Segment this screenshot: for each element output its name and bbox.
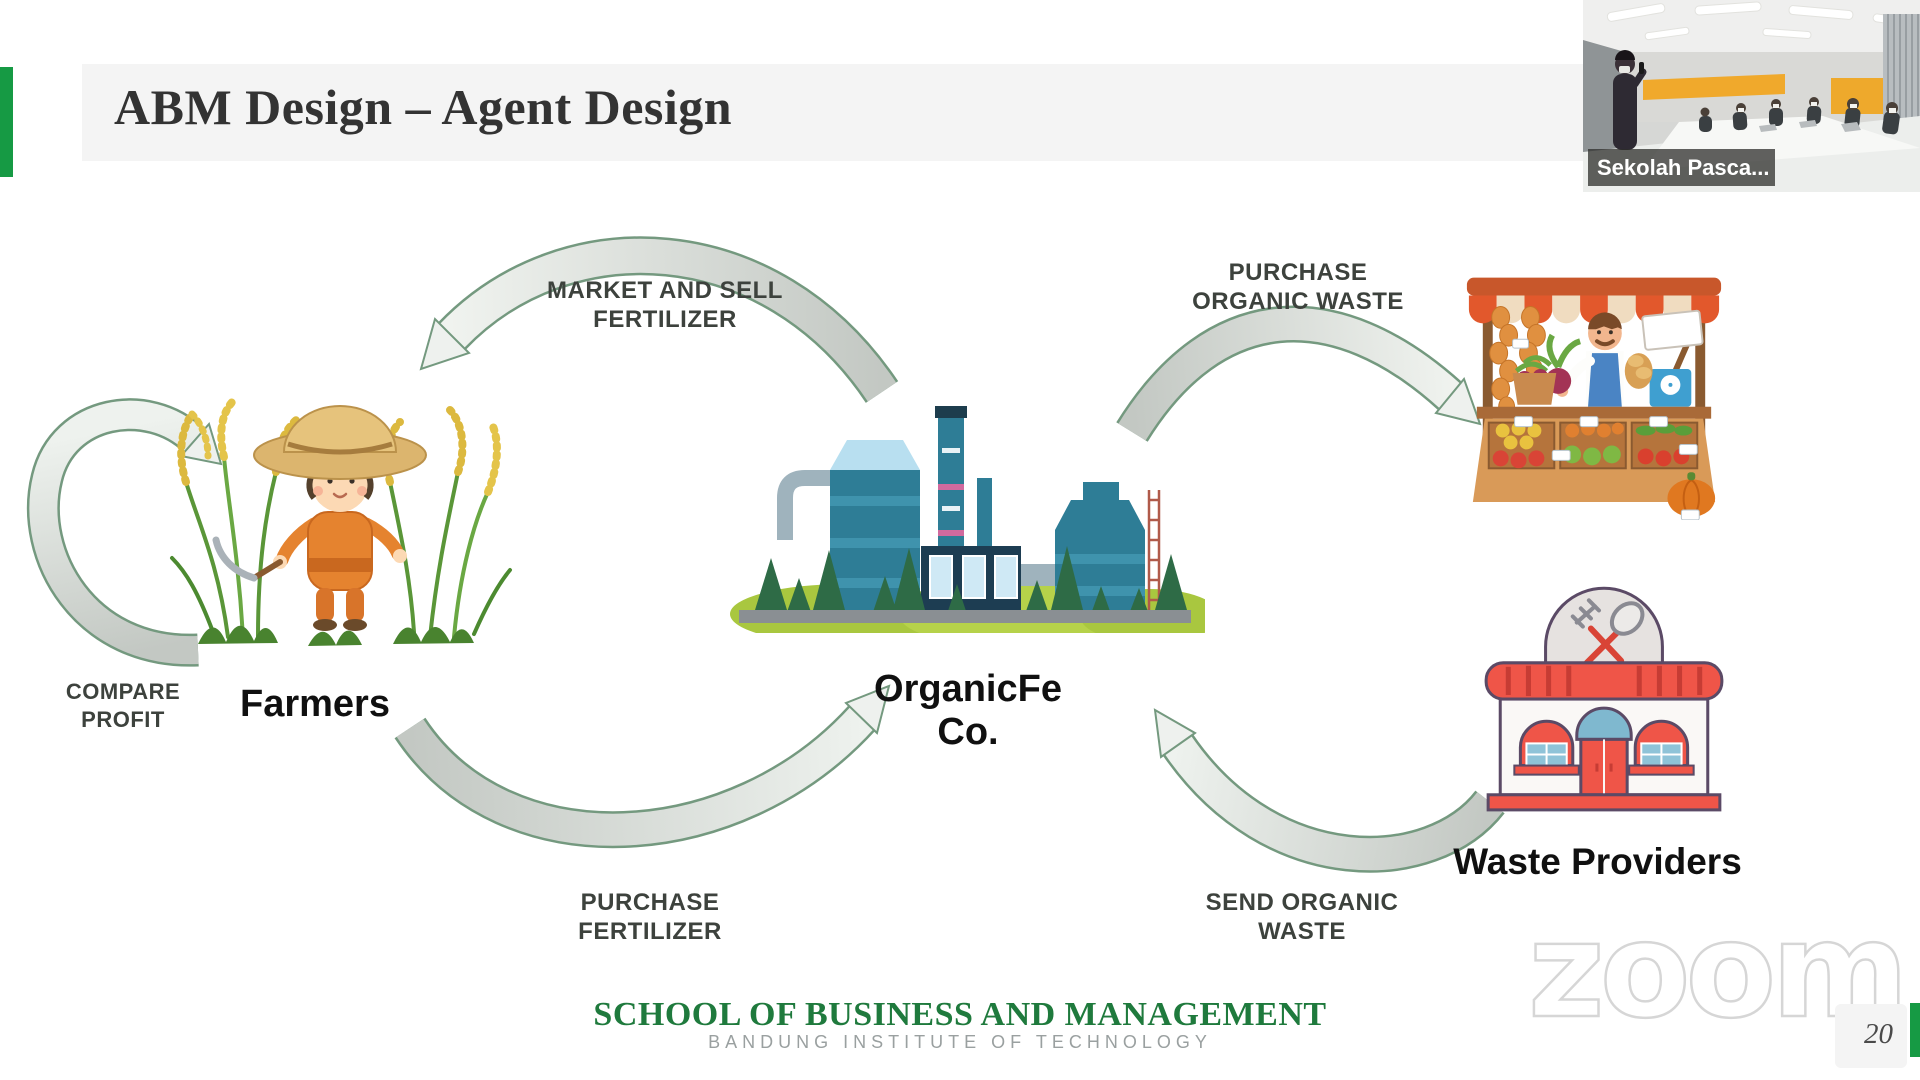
flow-label-line: PROFIT <box>81 707 165 732</box>
scale <box>1649 369 1692 407</box>
restaurant-storefront-illustration <box>1484 586 1724 812</box>
left-green-accent-bar <box>0 67 13 177</box>
vegetable-market-stall-illustration <box>1466 277 1722 520</box>
standing-speaker <box>1613 50 1647 150</box>
yellow-wall-panel <box>1831 78 1889 114</box>
flow-label-compare-profit: COMPARE PROFIT <box>33 678 213 734</box>
slide-title: ABM Design – Agent Design <box>114 79 733 135</box>
base-strip <box>1486 793 1722 812</box>
farmer-figure <box>212 405 427 631</box>
fork-and-spoon-icon <box>1570 598 1645 666</box>
agent-label-waste-providers: Waste Providers <box>1453 841 1742 882</box>
flow-label-purchase-organic-waste: PURCHASE ORGANIC WASTE <box>1173 258 1423 316</box>
flow-label-line: ORGANIC WASTE <box>1192 288 1404 315</box>
arrow-send-organic-waste <box>1153 708 1505 873</box>
flow-label-line: PURCHASE <box>580 889 720 916</box>
window-right <box>1628 719 1695 776</box>
flow-label-line: COMPARE <box>65 679 181 704</box>
ground-strip <box>739 610 1191 623</box>
sickle-blade <box>212 536 258 582</box>
bread-basket <box>1624 353 1653 389</box>
right-green-accent-bar <box>1910 1003 1920 1057</box>
small-chimney <box>977 478 992 550</box>
price-tags <box>1512 338 1700 520</box>
agent-label-farmers: Farmers <box>240 683 390 725</box>
flow-label-market-and-sell: MARKET AND SELL FERTILIZER <box>540 276 790 334</box>
flow-label-line: FERTILIZER <box>593 306 737 333</box>
participant-video-tile[interactable]: Sekolah Pasca... <box>1583 0 1920 192</box>
counter-bar <box>1476 406 1712 419</box>
stall-post-left <box>1482 291 1493 476</box>
sickle-handle <box>251 559 283 581</box>
flow-label-purchase-fertilizer: PURCHASE FERTILIZER <box>525 888 775 946</box>
laptops <box>1759 120 1861 132</box>
produce-basket <box>1512 355 1557 405</box>
participant-name-label: Sekolah Pasca... <box>1588 149 1775 186</box>
page-number-badge: 20 <box>1835 1004 1907 1068</box>
pine-trees <box>755 546 1187 614</box>
arrow-purchase-organic-waste <box>1116 305 1482 442</box>
farmer-illustration <box>170 396 512 646</box>
vendor <box>1556 312 1624 407</box>
grass-base <box>198 625 474 646</box>
window-left <box>1513 719 1580 776</box>
seated-attendees <box>1699 97 1900 135</box>
flow-label-line: SEND ORGANIC <box>1205 889 1399 916</box>
page-number: 20 <box>1864 1018 1893 1050</box>
stall-post-right <box>1695 291 1706 476</box>
tank-ladder <box>1147 490 1161 610</box>
flow-label-line: FERTILIZER <box>578 918 722 945</box>
yellow-wall-band <box>1643 74 1785 100</box>
footer-institute-name: BANDUNG INSTITUTE OF TECHNOLOGY <box>708 1032 1212 1052</box>
straw-hat-dome <box>282 405 398 453</box>
fertilizer-factory-illustration <box>730 406 1205 633</box>
awning-band <box>1484 661 1724 701</box>
factory-pipe <box>777 470 837 540</box>
flow-label-send-organic-waste: SEND ORGANIC WASTE <box>1177 888 1427 946</box>
rice-plants-left <box>170 396 304 639</box>
flow-label-line: PURCHASE <box>1228 259 1368 286</box>
dome-sign <box>1544 586 1664 669</box>
entrance-door <box>1575 706 1633 797</box>
crate-corn-peppers <box>1487 421 1556 470</box>
awning-stripes <box>1505 665 1703 697</box>
arrow-market-and-sell-fertilizer <box>419 236 899 403</box>
arrow-purchase-fertilizer <box>394 684 891 849</box>
agent-label-organicfe-co: OrganicFe Co. <box>874 668 1062 753</box>
tall-chimney <box>935 406 967 560</box>
crate-carrots-lettuce <box>1559 421 1627 470</box>
processing-building <box>921 546 1021 610</box>
mustache <box>1594 339 1615 347</box>
flow-label-line: MARKET AND SELL <box>547 277 783 304</box>
blank-sign-board <box>1641 309 1704 351</box>
footer-school-name: SCHOOL OF BUSINESS AND MANAGEMENT <box>593 996 1327 1033</box>
flow-label-line: WASTE <box>1258 918 1346 945</box>
